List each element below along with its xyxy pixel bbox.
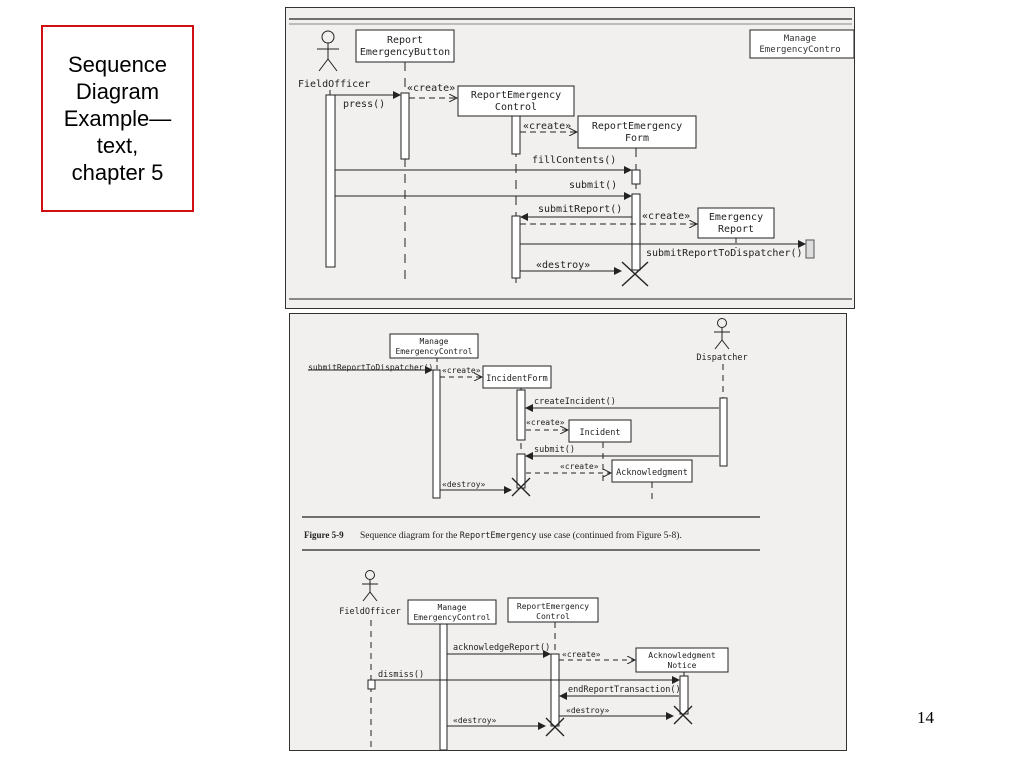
fieldofficer-actor-icon <box>362 570 378 602</box>
reportemergencycontrol-activation-2 <box>511 215 521 279</box>
incident-box <box>568 419 632 443</box>
reportemergencybutton-label-2: EmergencyButton <box>360 47 450 58</box>
fieldofficer-activation <box>367 679 376 690</box>
msg-endreporttransaction-label: endReportTransaction() <box>568 685 681 695</box>
caption-text: Sequence diagram for the ReportEmergency… <box>360 530 682 541</box>
msg-fillcontents-label: fillContents() <box>532 155 616 166</box>
emergencyreport-label-1: Emergency <box>709 212 763 223</box>
msg-destroy2-label: «destroy» <box>453 716 497 725</box>
incidentform-activation-2 <box>516 453 526 489</box>
acknowledgmentnotice-label-1: Acknowledgment <box>648 651 716 660</box>
msg-create2-label: «create» <box>526 418 565 427</box>
reportemergencybutton-box <box>355 29 455 63</box>
reportemergencyform-destroy-x <box>621 261 649 287</box>
msg-acknowledgereport-label: acknowledgeReport() <box>453 643 550 653</box>
acknowledgmentnotice-activation <box>679 675 689 715</box>
msg-submit-label: submit() <box>534 445 575 455</box>
manageemergencycontrol2-label-2: EmergencyControl <box>413 613 490 622</box>
manageemergencycontrol-activation <box>432 369 441 499</box>
figure-5-8-scan: FieldOfficer Report EmergencyButton Mana… <box>285 7 855 309</box>
msg-dismiss-label: dismiss() <box>378 670 424 680</box>
dispatcher-activation <box>719 397 728 467</box>
msg-create2-label: «create» <box>523 121 571 132</box>
reportemergencycontrol2-label-1: ReportEmergency <box>517 602 589 611</box>
page-number: 14 <box>917 708 934 727</box>
fieldofficer-activation <box>325 94 336 268</box>
incident-label: Incident <box>580 428 621 438</box>
emergencyreport-label-2: Report <box>718 224 754 235</box>
fieldofficer-actor-icon <box>317 30 339 72</box>
slide-title-box: Sequence Diagram Example— text, chapter … <box>41 25 194 212</box>
msg-submitreporttodispatcher-label: submitReportToDispatcher() <box>646 248 803 259</box>
dispatcher-actor-icon <box>714 318 730 350</box>
msg-create1-label: «create» <box>407 83 455 94</box>
reportemergencybutton-activation <box>400 92 410 160</box>
reportemergencyform-label-1: ReportEmergency <box>592 121 682 132</box>
fieldofficer-label: FieldOfficer <box>339 607 400 617</box>
manageemergencycontrol-activation <box>805 239 815 259</box>
msg-create4-label: «create» <box>562 650 601 659</box>
reportemergencyform-activation-1 <box>631 169 641 185</box>
sequence-diagram-1: FieldOfficer Report EmergencyButton Mana… <box>289 18 854 300</box>
msg-create1-label: «create» <box>442 366 481 375</box>
reportemergencycontrol-label-2: Control <box>495 102 537 113</box>
reportemergencycontrol2-destroy-x <box>545 717 565 737</box>
dispatcher-label: Dispatcher <box>696 353 747 363</box>
manageemergencycontrol2-activation <box>439 623 448 750</box>
manageemergencycontrol-label-1: Manage <box>420 337 449 346</box>
incidentform-activation-1 <box>516 389 526 441</box>
reportemergencyform-box <box>577 115 697 149</box>
incidentform-box <box>482 365 552 389</box>
incidentform-label: IncidentForm <box>486 374 547 384</box>
manageemergencycontrol2-box <box>407 599 497 625</box>
msg-create3-label: «create» <box>560 462 599 471</box>
figure-5-9-scan: Manage EmergencyControl Dispatcher Incid… <box>289 313 847 751</box>
reportemergencyform-label-2: Form <box>625 133 649 144</box>
acknowledgment-label: Acknowledgment <box>616 468 688 478</box>
msg-submit-label: submit() <box>569 180 617 191</box>
reportemergencycontrol-label-1: ReportEmergency <box>471 90 561 101</box>
slide-title: Sequence Diagram Example— text, chapter … <box>63 52 172 185</box>
reportemergencyform-activation-2 <box>631 193 641 271</box>
acknowledgmentnotice-destroy-x <box>673 705 693 725</box>
manageemergencycontrol-label-2: EmergencyContro <box>759 45 840 55</box>
msg-createincident-label: createIncident() <box>534 397 616 407</box>
reportemergencycontrol-box <box>457 85 575 117</box>
msg-destroy-label: «destroy» <box>536 260 590 271</box>
manageemergencycontrol-label-2: EmergencyControl <box>395 347 472 356</box>
msg-create3-label: «create» <box>642 211 690 222</box>
reportemergencycontrol-activation-1 <box>511 115 521 155</box>
reportemergencycontrol2-label-2: Control <box>536 612 570 621</box>
reportemergencybutton-label-1: Report <box>387 35 423 46</box>
manageemergencycontrol-label-1: Manage <box>784 34 817 44</box>
sequence-diagram-2: Manage EmergencyControl Dispatcher Incid… <box>302 318 760 750</box>
msg-destroy3-label: «destroy» <box>566 706 610 715</box>
fieldofficer-label: FieldOfficer <box>298 79 370 90</box>
manageemergencycontrol-box <box>389 333 479 359</box>
msg-destroy-label: «destroy» <box>442 480 486 489</box>
caption-figure-label: Figure 5-9 <box>304 530 344 540</box>
msg-submitreporttodispatcher-label: submitReportToDispatcher() <box>308 363 433 372</box>
manageemergencycontrol2-label-1: Manage <box>438 603 467 612</box>
figure-caption: Figure 5-9 Sequence diagram for the Repo… <box>304 530 682 541</box>
msg-press-label: press() <box>343 99 385 110</box>
acknowledgmentnotice-box <box>635 647 729 673</box>
reportemergencycontrol2-activation <box>550 653 560 727</box>
acknowledgmentnotice-label-2: Notice <box>668 661 697 670</box>
manageemergencycontrol-box <box>749 29 854 59</box>
msg-submitreport-label: submitReport() <box>538 204 622 215</box>
reportemergencycontrol2-box <box>507 597 599 623</box>
incidentform-destroy-x <box>511 477 531 497</box>
